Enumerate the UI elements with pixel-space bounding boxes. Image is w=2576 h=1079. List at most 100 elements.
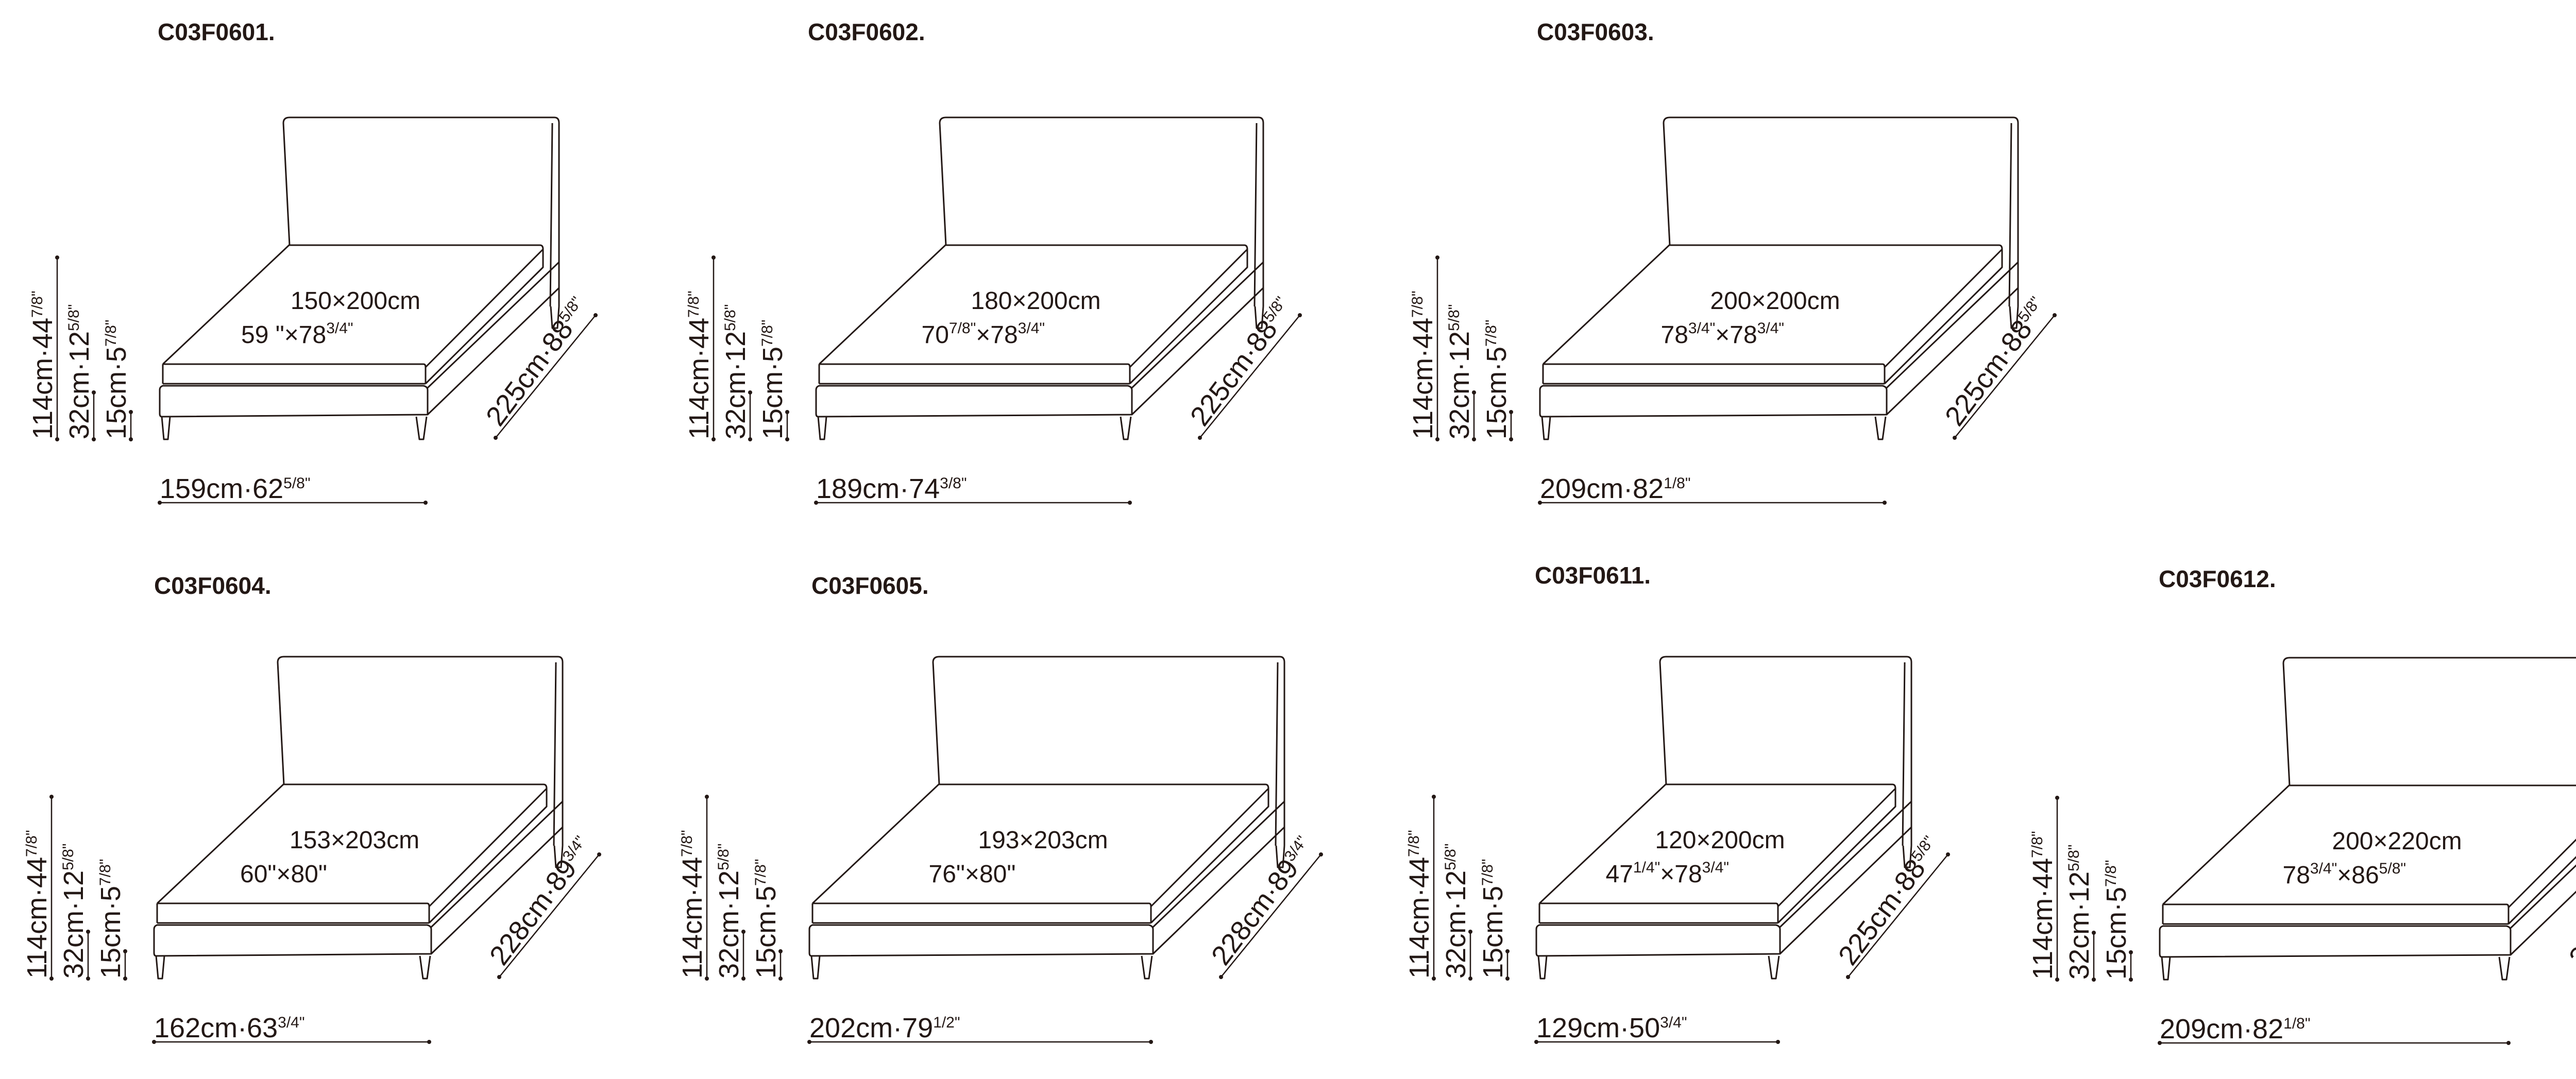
total-height-line-end-dot	[705, 977, 709, 981]
text-segment: 209cm·82	[2160, 1014, 2283, 1044]
width-line-end-dot	[814, 501, 818, 505]
bed-drawing	[815, 116, 1264, 440]
headboard	[939, 116, 1264, 307]
width-label: 129cm·503/4"	[1536, 1013, 1687, 1043]
bed-panel-c03f0611: C03F0611.120×200cm471/4"×783/4"114cm·447…	[1404, 562, 1950, 1044]
front-left-leg	[817, 416, 827, 440]
mattress-size-cm: 193×203cm	[978, 827, 1108, 854]
fraction-superscript: 5/8"	[60, 844, 77, 870]
text-segment: 32cm·12	[64, 331, 95, 439]
length-line-end-dot	[1846, 975, 1850, 979]
text-segment: 114cm·44	[2027, 858, 2058, 980]
text-segment: 32cm·12	[714, 870, 744, 979]
model-code: C03F0601.	[158, 19, 275, 45]
floor-clearance-line-end-dot	[2129, 978, 2133, 982]
length-line	[495, 315, 596, 438]
length-line-end-dot	[1198, 436, 1202, 440]
seat-height-line-end-dot	[86, 930, 90, 934]
width-line-end-dot	[2158, 1041, 2162, 1045]
seat-height-line-end-dot	[92, 390, 96, 395]
width-label: 162cm·633/4"	[154, 1013, 305, 1043]
length-line-end-dot	[594, 313, 598, 317]
text-segment: ×78	[1660, 861, 1702, 888]
length-line-end-dot	[1319, 852, 1323, 857]
bed-panel-c03f0605: C03F0605.193×203cm76"×80"114cm·447/8"32c…	[677, 572, 1323, 1044]
width-line-end-dot	[1149, 1040, 1153, 1044]
floor-clearance-line-end-dot	[778, 949, 783, 953]
total-height-label: 114cm·447/8"	[1404, 830, 1435, 979]
text-segment: 32cm·12	[1440, 870, 1471, 979]
back-leg	[1902, 845, 1912, 868]
headboard	[1663, 116, 2019, 307]
mattress-size-cm: 200×200cm	[1710, 287, 1840, 315]
total-height-line-end-dot	[1435, 437, 1439, 441]
length-line	[1221, 854, 1321, 978]
bed-drawing	[153, 656, 564, 980]
fraction-superscript: 7/8"	[1409, 291, 1426, 318]
text-segment: 59 "×78	[241, 321, 326, 349]
total-height-label: 114cm·447/8"	[1408, 291, 1438, 439]
floor-clearance-label: 15cm·57/8"	[101, 320, 132, 439]
headboard	[932, 656, 1285, 846]
width-line-end-dot	[2506, 1041, 2511, 1045]
model-code: C03F0604.	[154, 572, 272, 599]
fraction-superscript: 7/8"	[679, 830, 696, 857]
width-label: 189cm·743/8"	[816, 473, 967, 504]
total-height-line-end-dot	[55, 255, 59, 260]
fraction-superscript: 3/4"	[326, 320, 353, 337]
text-segment: ×78	[1715, 321, 1757, 349]
floor-clearance-line-end-dot	[123, 949, 127, 953]
seat-height-line-end-dot	[1472, 437, 1476, 441]
seat-height-label: 32cm·125/8"	[64, 304, 95, 439]
text-segment: 209cm·82	[1540, 473, 1664, 504]
text-segment: 225cm·88	[480, 314, 579, 432]
floor-clearance-line-end-dot	[1505, 977, 1510, 981]
total-height-label: 114cm·447/8"	[677, 830, 708, 979]
total-height-line-end-dot	[1435, 255, 1439, 260]
seat-height-line-end-dot	[1472, 390, 1476, 395]
fraction-superscript: 7/8"	[752, 859, 769, 886]
mattress	[162, 244, 544, 385]
floor-clearance-label: 15cm·57/8"	[1481, 320, 1512, 439]
bed-drawing	[2159, 657, 2576, 981]
text-segment: 114cm·44	[1404, 857, 1435, 979]
bed-panel-c03f0602: C03F0602.180×200cm707/8"×783/4"114cm·447…	[684, 19, 1302, 505]
mattress-size-inches: 60"×80"	[240, 861, 327, 888]
length-line-end-dot	[494, 436, 498, 440]
text-segment: 70	[922, 321, 949, 349]
total-height-line-end-dot	[2055, 796, 2059, 800]
fraction-superscript: 7/8"	[97, 859, 114, 886]
text-segment: 15cm·5	[1481, 347, 1512, 439]
text-segment: 78	[1661, 321, 1688, 349]
mattress-size-inches: 471/4"×783/4"	[1606, 859, 1730, 888]
text-segment: ×78	[976, 321, 1018, 349]
fraction-superscript: 3/4"	[1757, 320, 1784, 337]
floor-clearance-line-end-dot	[785, 410, 789, 414]
bed-base	[815, 261, 1264, 418]
mattress-size-inches: 76"×80"	[929, 861, 1016, 888]
bed-base	[2159, 864, 2576, 958]
width-label: 209cm·821/8"	[1540, 473, 1691, 504]
model-code: C03F0602.	[808, 19, 925, 45]
width-label: 202cm·791/2"	[809, 1013, 960, 1043]
length-line	[499, 854, 600, 978]
seat-height-line-end-dot	[1468, 930, 1472, 934]
front-right-leg	[415, 416, 428, 440]
floor-clearance-label: 15cm·57/8"	[1478, 859, 1509, 979]
text-segment: 225cm·88	[1833, 853, 1931, 971]
text-segment: 32cm·12	[720, 331, 751, 439]
front-left-leg	[161, 416, 171, 440]
text-segment: ×86	[2337, 862, 2379, 889]
width-line-end-dot	[152, 1040, 156, 1044]
fraction-superscript: 7/8"	[1405, 830, 1422, 857]
fraction-superscript: 7/8"	[1479, 859, 1496, 886]
text-segment: 114cm·44	[684, 318, 715, 439]
back-leg	[553, 845, 564, 868]
text-segment: 228cm·89	[484, 853, 583, 971]
seat-height-label: 32cm·125/8"	[2064, 845, 2095, 980]
fraction-superscript: 5/8"	[2065, 845, 2082, 871]
floor-clearance-label: 15cm·57/8"	[757, 320, 788, 439]
width-line-end-dot	[1534, 1040, 1538, 1044]
mattress	[818, 244, 1248, 385]
